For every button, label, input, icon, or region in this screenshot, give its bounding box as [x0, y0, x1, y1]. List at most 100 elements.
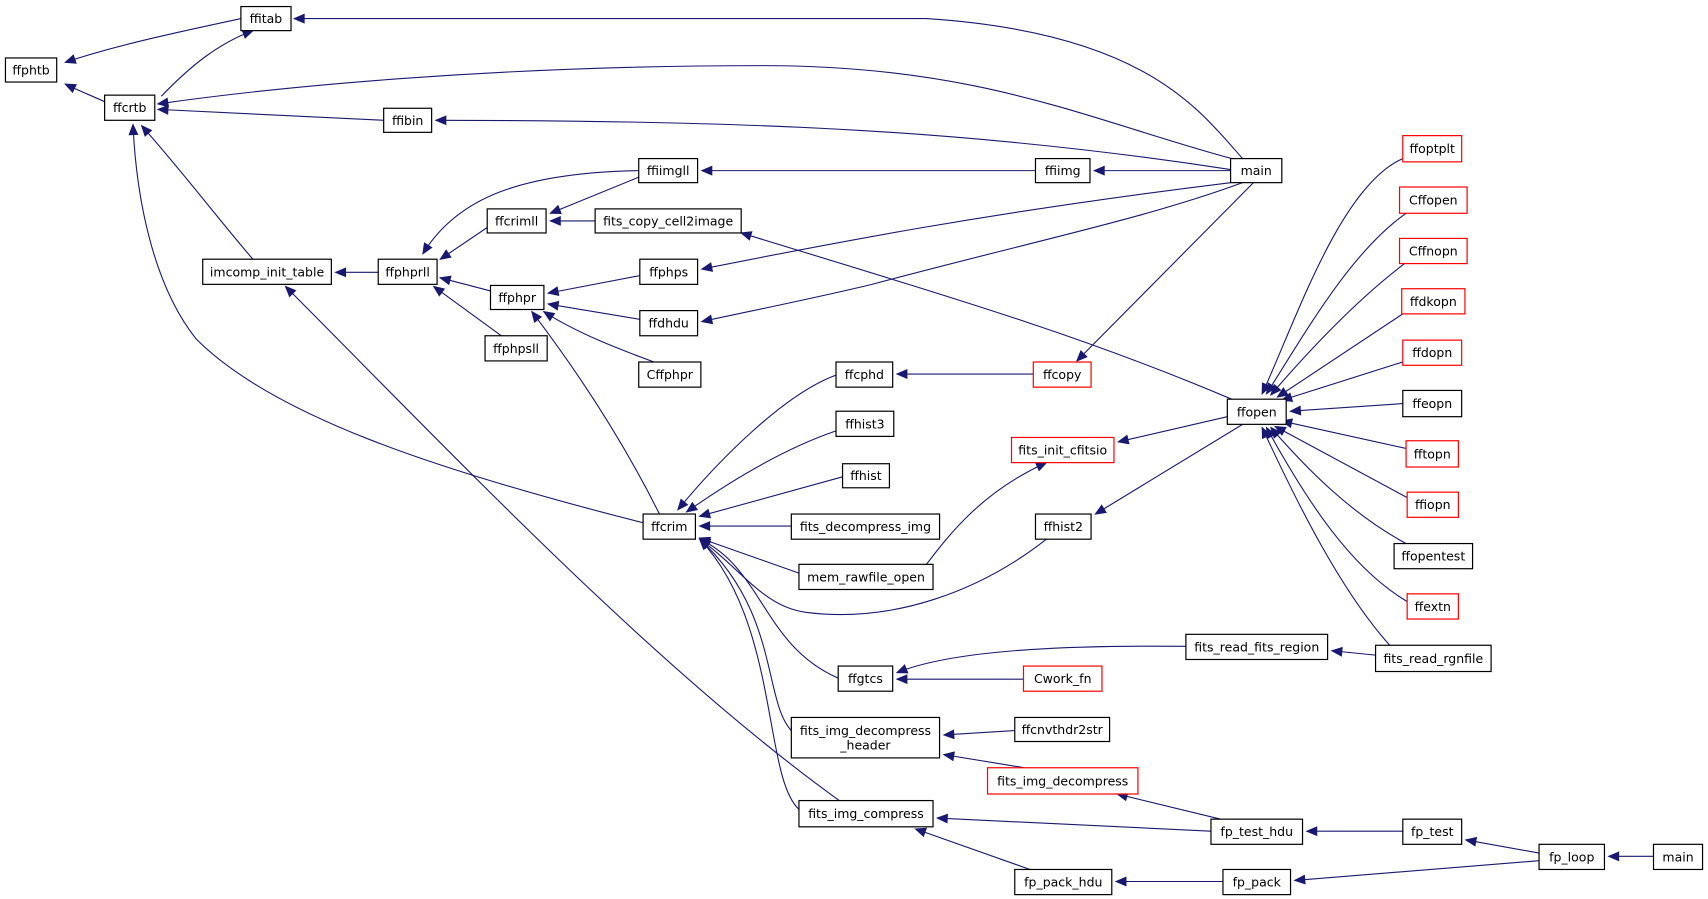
node-ffphprll[interactable]: ffphprll	[377, 258, 438, 285]
edges-layer	[64, 13, 1653, 887]
node-box	[1398, 237, 1468, 265]
node-fits-read-fits-region[interactable]: fits_read_fits_region	[1185, 633, 1329, 661]
node-cwork-fn[interactable]: Cwork_fn	[1022, 665, 1103, 692]
node-box	[1032, 361, 1092, 388]
node-box	[1185, 633, 1329, 661]
edge-ffhist3-to-ffcrim	[685, 431, 836, 513]
node-ffcnvthdr2str[interactable]: ffcnvthdr2str	[1014, 716, 1111, 743]
node-ffhist3[interactable]: ffhist3	[835, 410, 895, 437]
node-fits-img-compress[interactable]: fits_img_compress	[798, 799, 934, 828]
node-fits-init-cfitsio[interactable]: fits_init_cfitsio	[1010, 436, 1115, 464]
edge-ffcrim-to-ffphpr	[531, 310, 660, 514]
node-label: ffcnvthdr2str	[1022, 722, 1104, 737]
node-fits-read-rgnfile[interactable]: fits_read_rgnfile	[1374, 644, 1492, 673]
arrowhead	[546, 286, 560, 297]
node-main2[interactable]: main	[1652, 843, 1704, 871]
node-ffcopy[interactable]: ffcopy	[1032, 361, 1092, 388]
node-ffiimgll[interactable]: ffiimgll	[638, 157, 699, 184]
node-label: ffphprll	[385, 264, 430, 279]
node-ffhist2[interactable]: ffhist2	[1034, 513, 1092, 540]
node-ffphpr[interactable]: ffphpr	[489, 284, 545, 311]
arrowhead	[895, 369, 908, 380]
node-ffopentest[interactable]: ffopentest	[1393, 542, 1474, 570]
node-box	[1402, 818, 1463, 845]
edge-ffcopy-to-ffcphd	[895, 369, 1033, 380]
node-ffoptplt[interactable]: ffoptplt	[1402, 135, 1463, 163]
node-ffiopn[interactable]: ffiopn	[1406, 491, 1459, 518]
node-label: ffgtcs	[848, 671, 883, 686]
arrowhead	[914, 827, 927, 838]
node-main1[interactable]: main	[1229, 157, 1283, 184]
node-ffeopn[interactable]: ffeopn	[1402, 389, 1463, 418]
node-ffdkopn[interactable]: ffdkopn	[1401, 288, 1466, 315]
arrowhead	[156, 104, 169, 115]
node-cffphpr[interactable]: Cffphpr	[638, 361, 702, 388]
node-imcomp-init-table[interactable]: imcomp_init_table	[202, 258, 332, 285]
arrowhead	[942, 751, 955, 762]
edge-ffopen-to-fits-init-cfitsio	[1116, 417, 1227, 445]
node-ffcrtb[interactable]: ffcrtb	[104, 94, 156, 121]
arrowhead	[64, 54, 77, 64]
node-cffopen[interactable]: Cffopen	[1398, 186, 1468, 214]
node-label: ffhist2	[1044, 519, 1083, 534]
node-fftopn[interactable]: fftopn	[1405, 440, 1459, 468]
node-label: ffiimg	[1045, 163, 1081, 178]
node-fp-pack[interactable]: fp_pack	[1222, 868, 1292, 896]
node-mem-rawfile-open[interactable]: mem_rawfile_open	[798, 563, 934, 591]
node-ffphtb[interactable]: ffphtb	[4, 57, 58, 83]
node-fp-loop[interactable]: fp_loop	[1538, 843, 1606, 871]
node-ffcrimll[interactable]: ffcrimll	[486, 208, 547, 234]
node-box	[798, 799, 934, 828]
edge-fits-read-rgnfile-to-ffopen	[1261, 426, 1390, 646]
edge-main1-to-ffibin	[434, 115, 1231, 169]
node-box	[1226, 398, 1287, 425]
arrowhead	[700, 165, 713, 176]
node-label: ffcrimll	[495, 213, 538, 228]
node-box	[1014, 868, 1113, 896]
edge-ffiimgll-to-ffphprll	[422, 171, 639, 255]
node-ffgtcs[interactable]: ffgtcs	[837, 665, 894, 692]
node-ffibin[interactable]: ffibin	[383, 107, 433, 133]
node-ffphpsll[interactable]: ffphpsll	[484, 335, 548, 362]
arrowhead	[1270, 383, 1282, 396]
node-label: Cffphpr	[647, 367, 694, 382]
node-label: Cffnopn	[1409, 243, 1458, 258]
node-ffdhdu[interactable]: ffdhdu	[639, 310, 699, 337]
node-fp-pack-hdu[interactable]: fp_pack_hdu	[1014, 868, 1113, 896]
node-cffnopn[interactable]: Cffnopn	[1398, 237, 1468, 265]
node-ffextn[interactable]: ffextn	[1406, 593, 1459, 620]
nodes-layer: ffphtb ffitab ffcrtb ffibin main ffiimgll ffii…	[4, 5, 1704, 896]
node-label: ffhist3	[845, 416, 884, 431]
edge-main1-to-ffitab	[292, 13, 1242, 158]
node-box	[835, 361, 894, 388]
node-fits-copy-cell2image[interactable]: fits_copy_cell2image	[594, 208, 742, 234]
edge-ffiopn-to-ffopen	[1274, 425, 1407, 498]
node-fp-test[interactable]: fp_test	[1402, 818, 1463, 845]
node-label: fits_img_compress	[808, 806, 924, 821]
node-ffdopn[interactable]: ffdopn	[1402, 339, 1463, 366]
node-label: ffdopn	[1412, 345, 1452, 360]
node-fits-decompress-img[interactable]: fits_decompress_img	[790, 513, 941, 540]
node-ffcphd[interactable]: ffcphd	[835, 361, 894, 388]
edge-cffnopn-to-ffopen	[1270, 262, 1406, 396]
node-ffphps[interactable]: ffphps	[639, 258, 699, 285]
node-fits-img-decompress-header[interactable]: fits_img_decompress_header	[790, 716, 941, 759]
arrowhead	[1464, 836, 1478, 847]
arrowhead	[542, 310, 556, 322]
node-ffiimg[interactable]: ffiimg	[1034, 157, 1091, 184]
node-fits-img-decompress[interactable]: fits_img_decompress	[986, 767, 1139, 795]
node-box	[1034, 157, 1091, 184]
node-label: ffcrim	[651, 519, 687, 534]
node-ffopen[interactable]: ffopen	[1226, 398, 1287, 425]
node-fp-test-hdu[interactable]: fp_test_hdu	[1210, 818, 1304, 845]
edge-ffcrimll-to-ffphprll	[439, 227, 487, 260]
node-box	[1402, 389, 1463, 418]
edge-ffiimgll-to-ffcrimll	[549, 177, 638, 214]
node-ffitab[interactable]: ffitab	[240, 5, 292, 32]
arrowhead	[1261, 426, 1272, 440]
node-ffcrim[interactable]: ffcrim	[642, 513, 697, 540]
arrowhead	[1293, 874, 1306, 885]
node-ffhist[interactable]: ffhist	[841, 463, 891, 489]
edge-ffitab-to-ffphtb	[64, 19, 240, 64]
